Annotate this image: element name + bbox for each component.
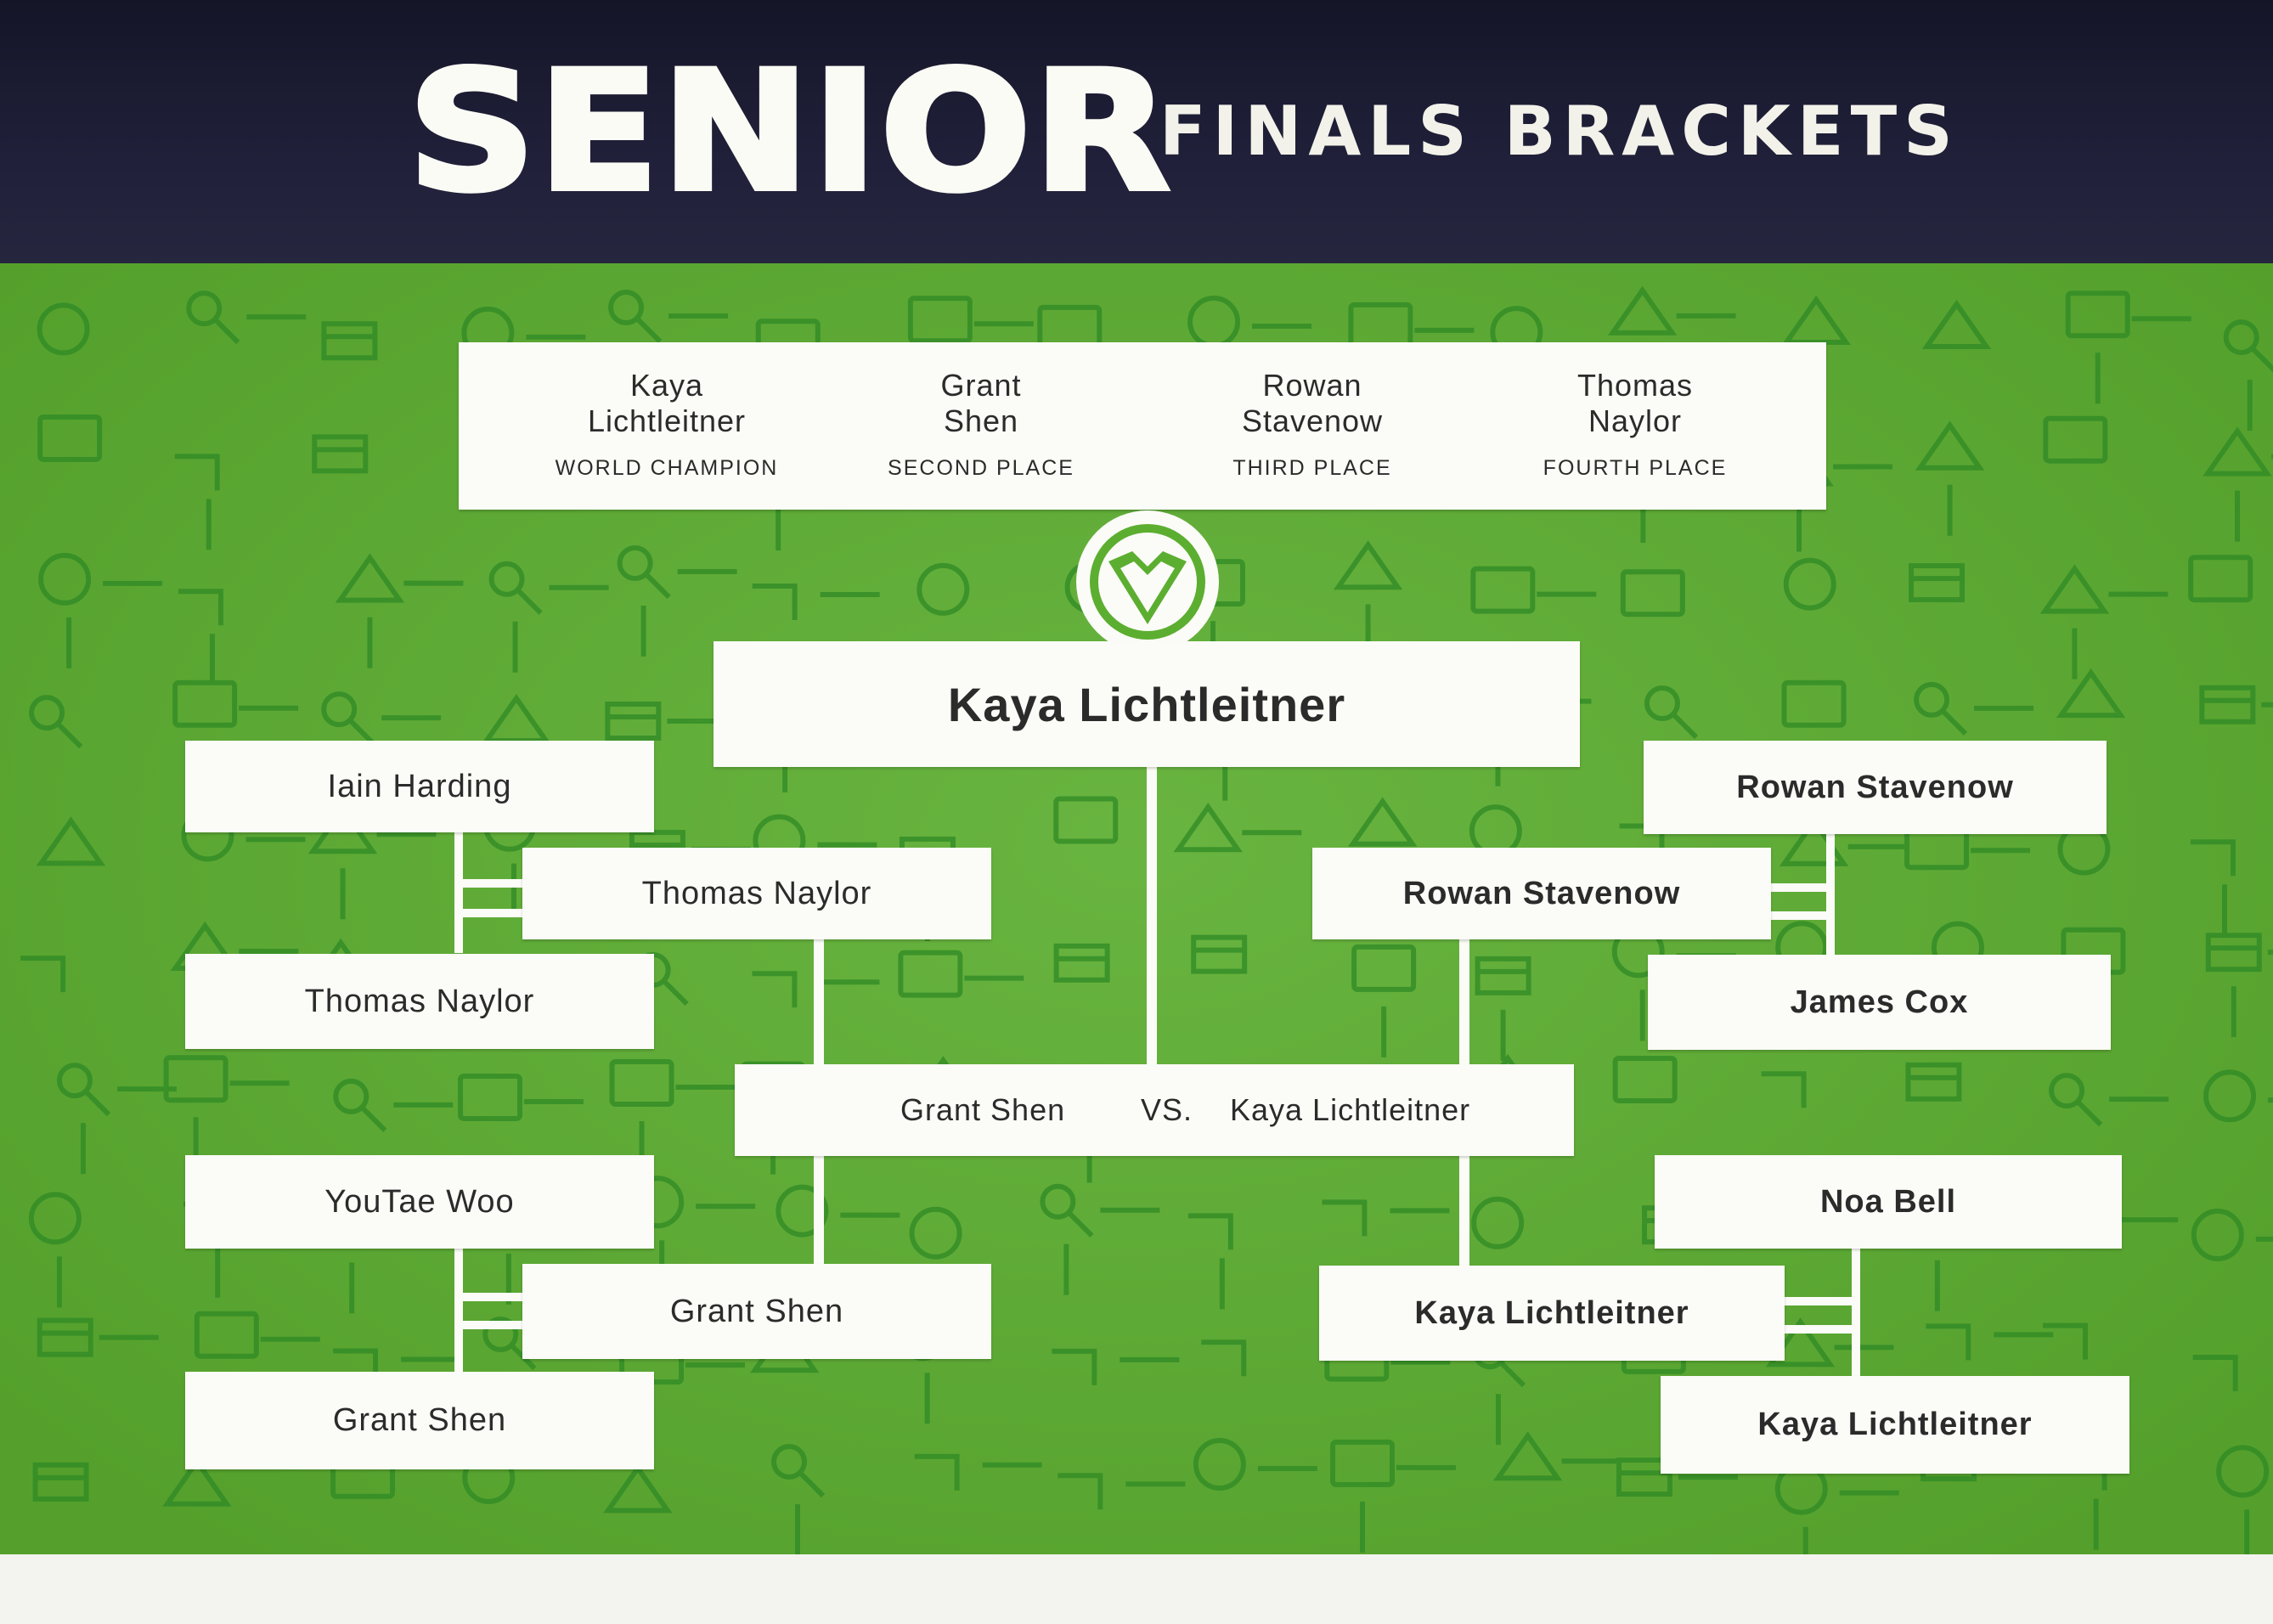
player-name: Kaya Lichtleitner	[1414, 1294, 1689, 1331]
connector-line	[1147, 764, 1157, 1070]
player-name: Kaya Lichtleitner	[1757, 1407, 2033, 1442]
bracket-slot: Iain Harding	[185, 741, 654, 832]
placing-name: Kaya	[629, 368, 704, 403]
connector-line	[1771, 911, 1835, 920]
player-name: Noa Bell	[1819, 1183, 1957, 1220]
page-subtitle: FINALS BRACKETS	[1159, 92, 1960, 171]
placing-rank: THIRD PLACE	[1232, 456, 1392, 480]
placing-name: Grant	[940, 368, 1022, 403]
connector-line	[1784, 1297, 1860, 1305]
player-name: Iain Harding	[327, 768, 512, 804]
final-standings: Kaya Lichtleitner WORLD CHAMPION Grant S…	[459, 342, 1826, 510]
connector-line	[1771, 883, 1835, 892]
connector-line	[454, 832, 463, 953]
final-player-left: Grant Shen	[900, 1092, 1066, 1127]
player-name: Thomas Naylor	[641, 875, 872, 911]
player-name: Thomas Naylor	[304, 983, 535, 1019]
placing-rank: SECOND PLACE	[888, 456, 1074, 480]
placing-3: Rowan Stavenow THIRD PLACE	[1159, 368, 1465, 481]
connector-line	[1826, 834, 1835, 955]
page-title: SENIOR	[405, 36, 1173, 228]
placing-1: Kaya Lichtleitner WORLD CHAMPION	[514, 368, 820, 481]
player-name: Rowan Stavenow	[1402, 875, 1681, 911]
bottom-margin	[0, 1554, 2273, 1624]
bracket-winner-slot: Rowan Stavenow	[1312, 848, 1771, 939]
bracket-slot: Rowan Stavenow	[1644, 741, 2107, 834]
placing-4: Thomas Naylor FOURTH PLACE	[1482, 368, 1788, 481]
bracket-slot: James Cox	[1648, 955, 2111, 1050]
player-name: Rowan Stavenow	[1736, 769, 2014, 805]
connector-line	[454, 1249, 463, 1372]
player-name: YouTae Woo	[324, 1183, 515, 1220]
final-match-box: Grant Shen VS. Kaya Lichtleitner	[735, 1064, 1574, 1156]
connector-line	[1852, 1249, 1860, 1376]
connector-line	[454, 909, 527, 917]
placing-rank: FOURTH PLACE	[1543, 456, 1728, 480]
player-name: Grant Shen	[332, 1402, 507, 1438]
final-player-right: Kaya Lichtleitner	[1230, 1092, 1471, 1127]
placing-2: Grant Shen SECOND PLACE	[828, 368, 1134, 481]
player-name: James Cox	[1790, 984, 1969, 1020]
bracket-winner-slot: Grant Shen	[522, 1264, 991, 1359]
connector-line	[454, 1321, 527, 1329]
bracket-slot: Noa Bell	[1655, 1155, 2122, 1249]
placing-name: Lichtleitner	[587, 403, 747, 438]
trophy-emblem-icon	[1076, 510, 1219, 653]
connector-line	[1784, 1325, 1860, 1334]
bracket-winner-slot: Kaya Lichtleitner	[1319, 1266, 1785, 1361]
placing-name: Naylor	[1588, 403, 1683, 438]
player-name: Grant Shen	[669, 1293, 844, 1329]
bracket-slot: Thomas Naylor	[185, 954, 654, 1049]
champion-name: Kaya Lichtleitner	[947, 677, 1346, 731]
champion-box: Kaya Lichtleitner	[713, 641, 1580, 767]
placing-name: Shen	[943, 403, 1019, 438]
bracket-winner-slot: Thomas Naylor	[522, 848, 991, 939]
placing-rank: WORLD CHAMPION	[555, 456, 779, 480]
placing-name: Stavenow	[1241, 403, 1384, 438]
connector-line	[454, 1293, 527, 1301]
header-banner: SENIOR FINALS BRACKETS	[0, 0, 2273, 270]
bracket-slot: YouTae Woo	[185, 1155, 654, 1249]
final-vs-label: VS.	[1141, 1092, 1193, 1127]
placing-name: Rowan	[1262, 368, 1362, 403]
placing-name: Thomas	[1576, 368, 1694, 403]
connector-line	[454, 879, 527, 888]
bracket-slot: Grant Shen	[185, 1372, 654, 1469]
bracket-slot: Kaya Lichtleitner	[1661, 1376, 2129, 1474]
